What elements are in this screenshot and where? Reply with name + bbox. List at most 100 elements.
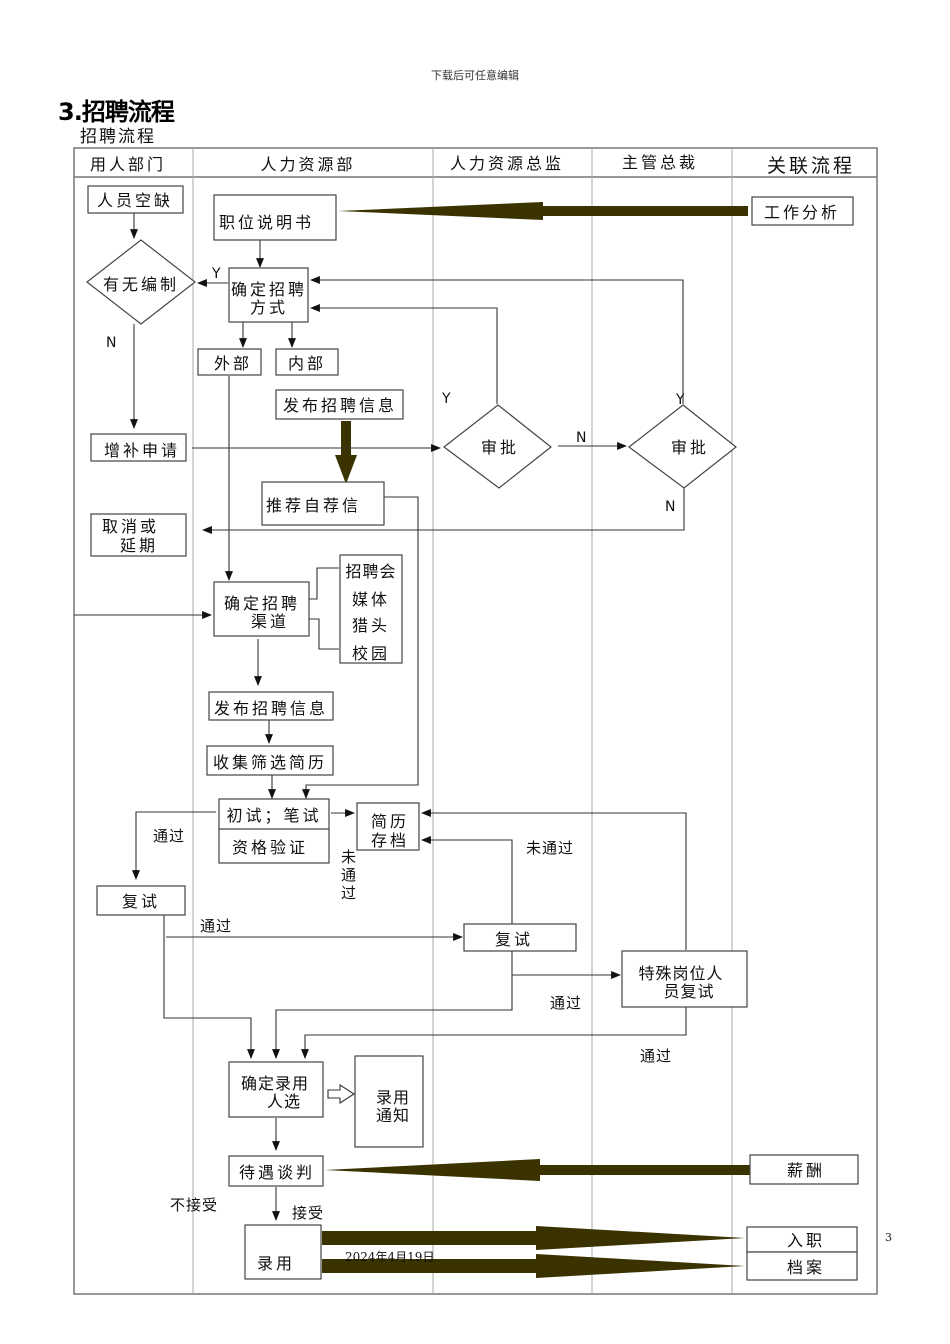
lane-header-hiring-dept: 用人部门 xyxy=(90,155,166,174)
edge-label-yes-headcount: Y xyxy=(211,266,221,282)
node-first-interview-label: 初试；笔试 xyxy=(226,806,321,825)
channel-headhunter: 猎头 xyxy=(352,616,390,635)
node-job-description-label: 职位说明书 xyxy=(219,213,314,232)
node-qualification-label: 资格验证 xyxy=(232,838,308,857)
node-vacancy-label: 人员空缺 xyxy=(97,191,173,210)
node-internal-label: 内部 xyxy=(288,354,326,373)
thick-arrow-salary xyxy=(325,1159,750,1181)
node-salary-negotiation xyxy=(228,1155,324,1187)
node-hire-label: 录用 xyxy=(257,1254,295,1273)
node-special-interview xyxy=(621,950,748,1008)
node-cancel-label-2: 延期 xyxy=(120,536,158,555)
node-supplement-request-label: 增补申请 xyxy=(104,441,180,460)
node-decide-channel-label-1: 确定招聘 xyxy=(224,594,300,613)
node-resume-archive-label-2: 存档 xyxy=(371,831,409,850)
node-cancel-or-delay xyxy=(90,513,187,557)
thick-arrow-job-analysis xyxy=(338,202,748,220)
node-first-interview xyxy=(218,798,330,864)
node-collect-resumes xyxy=(206,745,334,776)
node-referral xyxy=(261,481,385,526)
node-decide-method xyxy=(228,267,309,323)
node-channels xyxy=(339,554,403,664)
node-hire xyxy=(244,1224,322,1280)
node-collect-resumes-label: 收集筛选简历 xyxy=(213,753,327,772)
edge-label-yes-president: Y xyxy=(675,392,685,408)
node-offer-notice-label-1: 录用 xyxy=(376,1088,410,1107)
node-offer-notice xyxy=(354,1055,424,1148)
node-headcount-check-label: 有无编制 xyxy=(103,275,179,294)
node-special-interview-label-1: 特殊岗位人 xyxy=(638,964,723,983)
node-approval-director xyxy=(443,404,552,489)
chart-subtitle: 招聘流程 xyxy=(80,127,156,147)
thick-arrow-archive xyxy=(322,1254,745,1278)
swimlane-frame xyxy=(73,147,878,1295)
node-second-interview-dept xyxy=(96,885,186,916)
edge-label-fail-director: 未通过 xyxy=(526,839,574,857)
node-salary-label: 薪酬 xyxy=(787,1161,825,1180)
node-decide-hire-label-1: 确定录用 xyxy=(241,1074,309,1093)
edge-label-pass-special: 通过 xyxy=(640,1047,672,1065)
node-internal xyxy=(275,348,339,376)
channel-media: 媒体 xyxy=(352,590,390,609)
node-vacancy xyxy=(87,185,184,214)
page-number: 3 xyxy=(885,1231,892,1244)
node-cancel-label-1: 取消或 xyxy=(102,517,159,536)
node-resume-archive-label-1: 简历 xyxy=(371,812,409,831)
node-headcount-check xyxy=(86,239,196,325)
lane-header-hr-director: 人力资源总监 xyxy=(450,154,564,173)
node-decide-method-label-1: 确定招聘 xyxy=(231,280,307,299)
node-offer-notice-label-2: 通知 xyxy=(376,1106,410,1125)
node-job-analysis xyxy=(751,196,854,226)
lane-header-related-process: 关联流程 xyxy=(767,155,855,177)
node-decide-hire-label-2: 人选 xyxy=(267,1092,301,1111)
node-publish-info-1-label: 发布招聘信息 xyxy=(283,396,397,415)
connectors xyxy=(74,213,687,1221)
date-note: 2024年4月19日 xyxy=(345,1250,435,1264)
node-referral-label: 推荐自荐信 xyxy=(266,496,361,515)
edge-label-pass-first: 通过 xyxy=(153,827,185,845)
node-supplement-request xyxy=(90,433,187,462)
node-resume-archive xyxy=(356,802,420,851)
node-special-interview-label-2: 员复试 xyxy=(663,982,714,1001)
node-second-interview-director xyxy=(463,923,577,952)
node-external-label: 外部 xyxy=(214,354,252,373)
node-job-description xyxy=(213,194,337,241)
edge-label-not-accept: 不接受 xyxy=(170,1196,218,1214)
edge-label-no-headcount: N xyxy=(106,335,116,351)
node-decide-channel-label-2: 渠道 xyxy=(251,612,289,631)
edge-label-pass-dept: 通过 xyxy=(200,917,232,935)
thick-arrow-onboarding xyxy=(322,1226,745,1250)
node-onboarding xyxy=(746,1226,858,1253)
edge-label-no-president: N xyxy=(665,499,675,515)
edge-label-accept: 接受 xyxy=(292,1204,324,1222)
node-publish-info-1 xyxy=(275,389,404,420)
edge-label-fail-vertical-2: 通 xyxy=(341,866,357,884)
thick-arrows xyxy=(322,202,750,1278)
node-decide-channel xyxy=(213,581,310,637)
node-approval-director-label: 审批 xyxy=(481,438,519,457)
node-publish-info-2-label: 发布招聘信息 xyxy=(214,699,328,718)
hollow-arrow-offer xyxy=(327,1083,356,1105)
node-archive xyxy=(746,1251,858,1281)
section-title: 3.招聘流程 xyxy=(58,98,175,126)
thick-arrow-publish-down xyxy=(335,421,357,484)
channel-job-fair: 招聘会 xyxy=(345,562,396,581)
edge-label-fail-vertical-3: 过 xyxy=(341,884,357,902)
node-onboarding-label: 入职 xyxy=(787,1231,825,1250)
edge-label-no-director: N xyxy=(576,430,586,446)
edge-label-pass-director: 通过 xyxy=(550,994,582,1012)
node-decide-hire xyxy=(228,1061,324,1118)
lane-header-hr-dept: 人力资源部 xyxy=(260,155,355,174)
node-salary xyxy=(749,1154,859,1185)
node-decide-method-label-2: 方式 xyxy=(250,298,288,317)
node-publish-info-2 xyxy=(208,691,334,721)
node-archive-label: 档案 xyxy=(787,1258,825,1277)
edge-label-yes-director: Y xyxy=(441,391,451,407)
node-salary-negotiation-label: 待遇谈判 xyxy=(239,1163,315,1182)
node-external xyxy=(197,348,262,376)
node-approval-president-label: 审批 xyxy=(671,438,709,457)
node-second-interview-dept-label: 复试 xyxy=(122,892,160,911)
node-job-analysis-label: 工作分析 xyxy=(764,203,840,222)
edge-label-fail-vertical-1: 未 xyxy=(341,848,357,866)
